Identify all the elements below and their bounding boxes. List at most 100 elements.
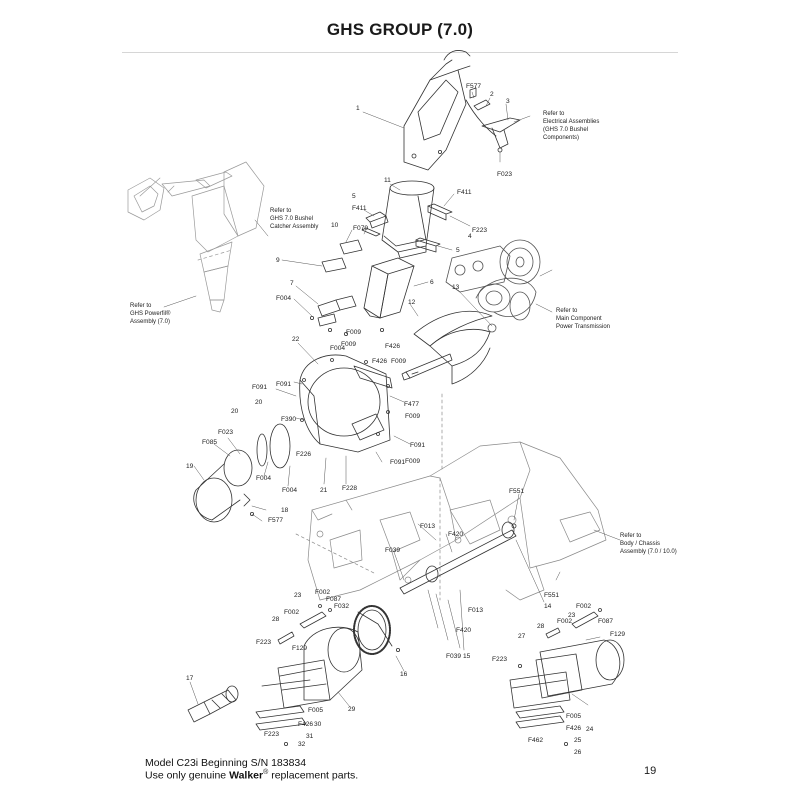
svg-text:F390: F390 (281, 416, 296, 423)
svg-text:Assembly (7.0 / 10.0): Assembly (7.0 / 10.0) (620, 549, 677, 555)
leader-lines (163, 91, 621, 708)
svg-text:4: 4 (468, 233, 472, 240)
plates-9-10 (321, 239, 363, 273)
svg-text:5: 5 (456, 247, 460, 254)
part-6-lower-duct (363, 257, 415, 319)
svg-text:F009: F009 (405, 458, 420, 465)
svg-text:F577: F577 (268, 517, 283, 524)
svg-text:F477: F477 (404, 401, 419, 408)
svg-text:Refer to: Refer to (130, 303, 152, 309)
svg-text:F551: F551 (509, 488, 524, 495)
svg-text:28: 28 (272, 616, 280, 623)
svg-text:Power Transmission: Power Transmission (556, 324, 610, 330)
svg-text:F002: F002 (284, 609, 299, 616)
part-11-upper-duct (381, 180, 435, 259)
svg-text:F032: F032 (334, 603, 349, 610)
svg-text:F087: F087 (326, 596, 341, 603)
right-brackets (545, 608, 602, 639)
svg-text:F004: F004 (256, 475, 271, 482)
svg-text:F039: F039 (446, 653, 461, 660)
part-1-chute-hood (403, 50, 471, 171)
svg-text:F420: F420 (456, 627, 471, 634)
svg-text:F091: F091 (410, 442, 425, 449)
svg-text:25: 25 (574, 737, 582, 744)
part-12-impeller (401, 310, 493, 385)
svg-text:F426: F426 (372, 358, 387, 365)
svg-text:24: 24 (586, 726, 594, 733)
svg-text:F228: F228 (342, 485, 357, 492)
part-22-housing (299, 354, 393, 453)
svg-text:F004: F004 (276, 295, 291, 302)
svg-text:F551: F551 (544, 592, 559, 599)
footer-notice: Use only genuine Walker® replacement par… (145, 769, 358, 782)
svg-text:F223: F223 (256, 639, 271, 646)
svg-text:Catcher Assembly: Catcher Assembly (270, 224, 318, 230)
svg-text:22: 22 (292, 336, 300, 343)
svg-text:18: 18 (281, 507, 289, 514)
part-16-gear (353, 605, 400, 655)
svg-text:F002: F002 (576, 603, 591, 610)
svg-text:F009: F009 (391, 358, 406, 365)
svg-text:10: 10 (331, 222, 339, 229)
svg-text:20: 20 (255, 399, 263, 406)
svg-text:11: 11 (384, 177, 391, 184)
svg-text:F079: F079 (353, 225, 368, 232)
svg-text:GHS Powerfil®: GHS Powerfil® (130, 310, 171, 317)
svg-text:12: 12 (408, 299, 416, 306)
title-rule (122, 52, 678, 53)
svg-text:(GHS 7.0 Bushel: (GHS 7.0 Bushel (543, 127, 588, 133)
svg-text:27: 27 (518, 633, 526, 640)
svg-text:17: 17 (186, 675, 194, 682)
svg-text:F091: F091 (390, 459, 405, 466)
svg-text:32: 32 (298, 741, 306, 748)
cable-switch (465, 87, 521, 153)
brackets-5 (361, 203, 453, 253)
svg-text:13: 13 (452, 284, 460, 291)
svg-text:Refer to: Refer to (543, 111, 565, 117)
part-27-right-chute (509, 639, 625, 709)
svg-text:F009: F009 (346, 329, 361, 336)
svg-text:Electrical Assemblies: Electrical Assemblies (543, 119, 599, 125)
left-seal-strips (255, 679, 311, 747)
right-seal-strips (515, 664, 569, 747)
svg-text:5: 5 (352, 193, 356, 200)
svg-text:F023: F023 (218, 429, 233, 436)
svg-text:Main Component: Main Component (556, 316, 602, 322)
svg-text:15: 15 (463, 653, 471, 660)
svg-text:29: 29 (348, 706, 356, 713)
drive-shaft (399, 521, 517, 595)
footer-model: Model C23i Beginning S/N 183834 (145, 757, 307, 769)
footer-brand: Walker (229, 769, 264, 782)
svg-text:F004: F004 (282, 487, 297, 494)
svg-text:F005: F005 (566, 713, 581, 720)
svg-text:9: 9 (276, 257, 280, 264)
svg-text:30: 30 (314, 721, 322, 728)
refer-main-component: Refer to Main Component Power Transmissi… (556, 308, 610, 330)
svg-text:F091: F091 (276, 381, 291, 388)
refer-electrical: Refer to Electrical Assemblies (GHS 7.0 … (543, 111, 599, 141)
svg-text:F426: F426 (385, 343, 400, 350)
svg-text:F013: F013 (420, 523, 435, 530)
part-20-gaskets (256, 423, 291, 469)
svg-text:31: 31 (306, 733, 314, 740)
svg-text:F023: F023 (497, 171, 512, 178)
svg-text:F411: F411 (352, 205, 367, 212)
svg-text:F223: F223 (492, 656, 507, 663)
svg-text:F462: F462 (528, 737, 543, 744)
callout-labels: 1 2 3 F577 F023 11 5 F411 F411 F223 4 5 … (186, 83, 625, 756)
svg-text:F426: F426 (298, 721, 313, 728)
svg-text:F013: F013 (468, 607, 483, 614)
part-17-ujoint (187, 685, 239, 723)
refer-powerfil: Refer to GHS Powerfil® Assembly (7.0) (130, 303, 171, 325)
svg-text:F004: F004 (330, 345, 345, 352)
part-29-left-chute (277, 626, 363, 709)
svg-text:F087: F087 (598, 618, 613, 625)
svg-text:Assembly (7.0): Assembly (7.0) (130, 319, 170, 325)
svg-text:19: 19 (186, 463, 194, 470)
svg-text:F411: F411 (457, 189, 472, 196)
svg-text:14: 14 (544, 603, 552, 610)
svg-text:F002: F002 (557, 618, 572, 625)
svg-text:Components): Components) (543, 135, 579, 141)
svg-text:23: 23 (294, 592, 302, 599)
